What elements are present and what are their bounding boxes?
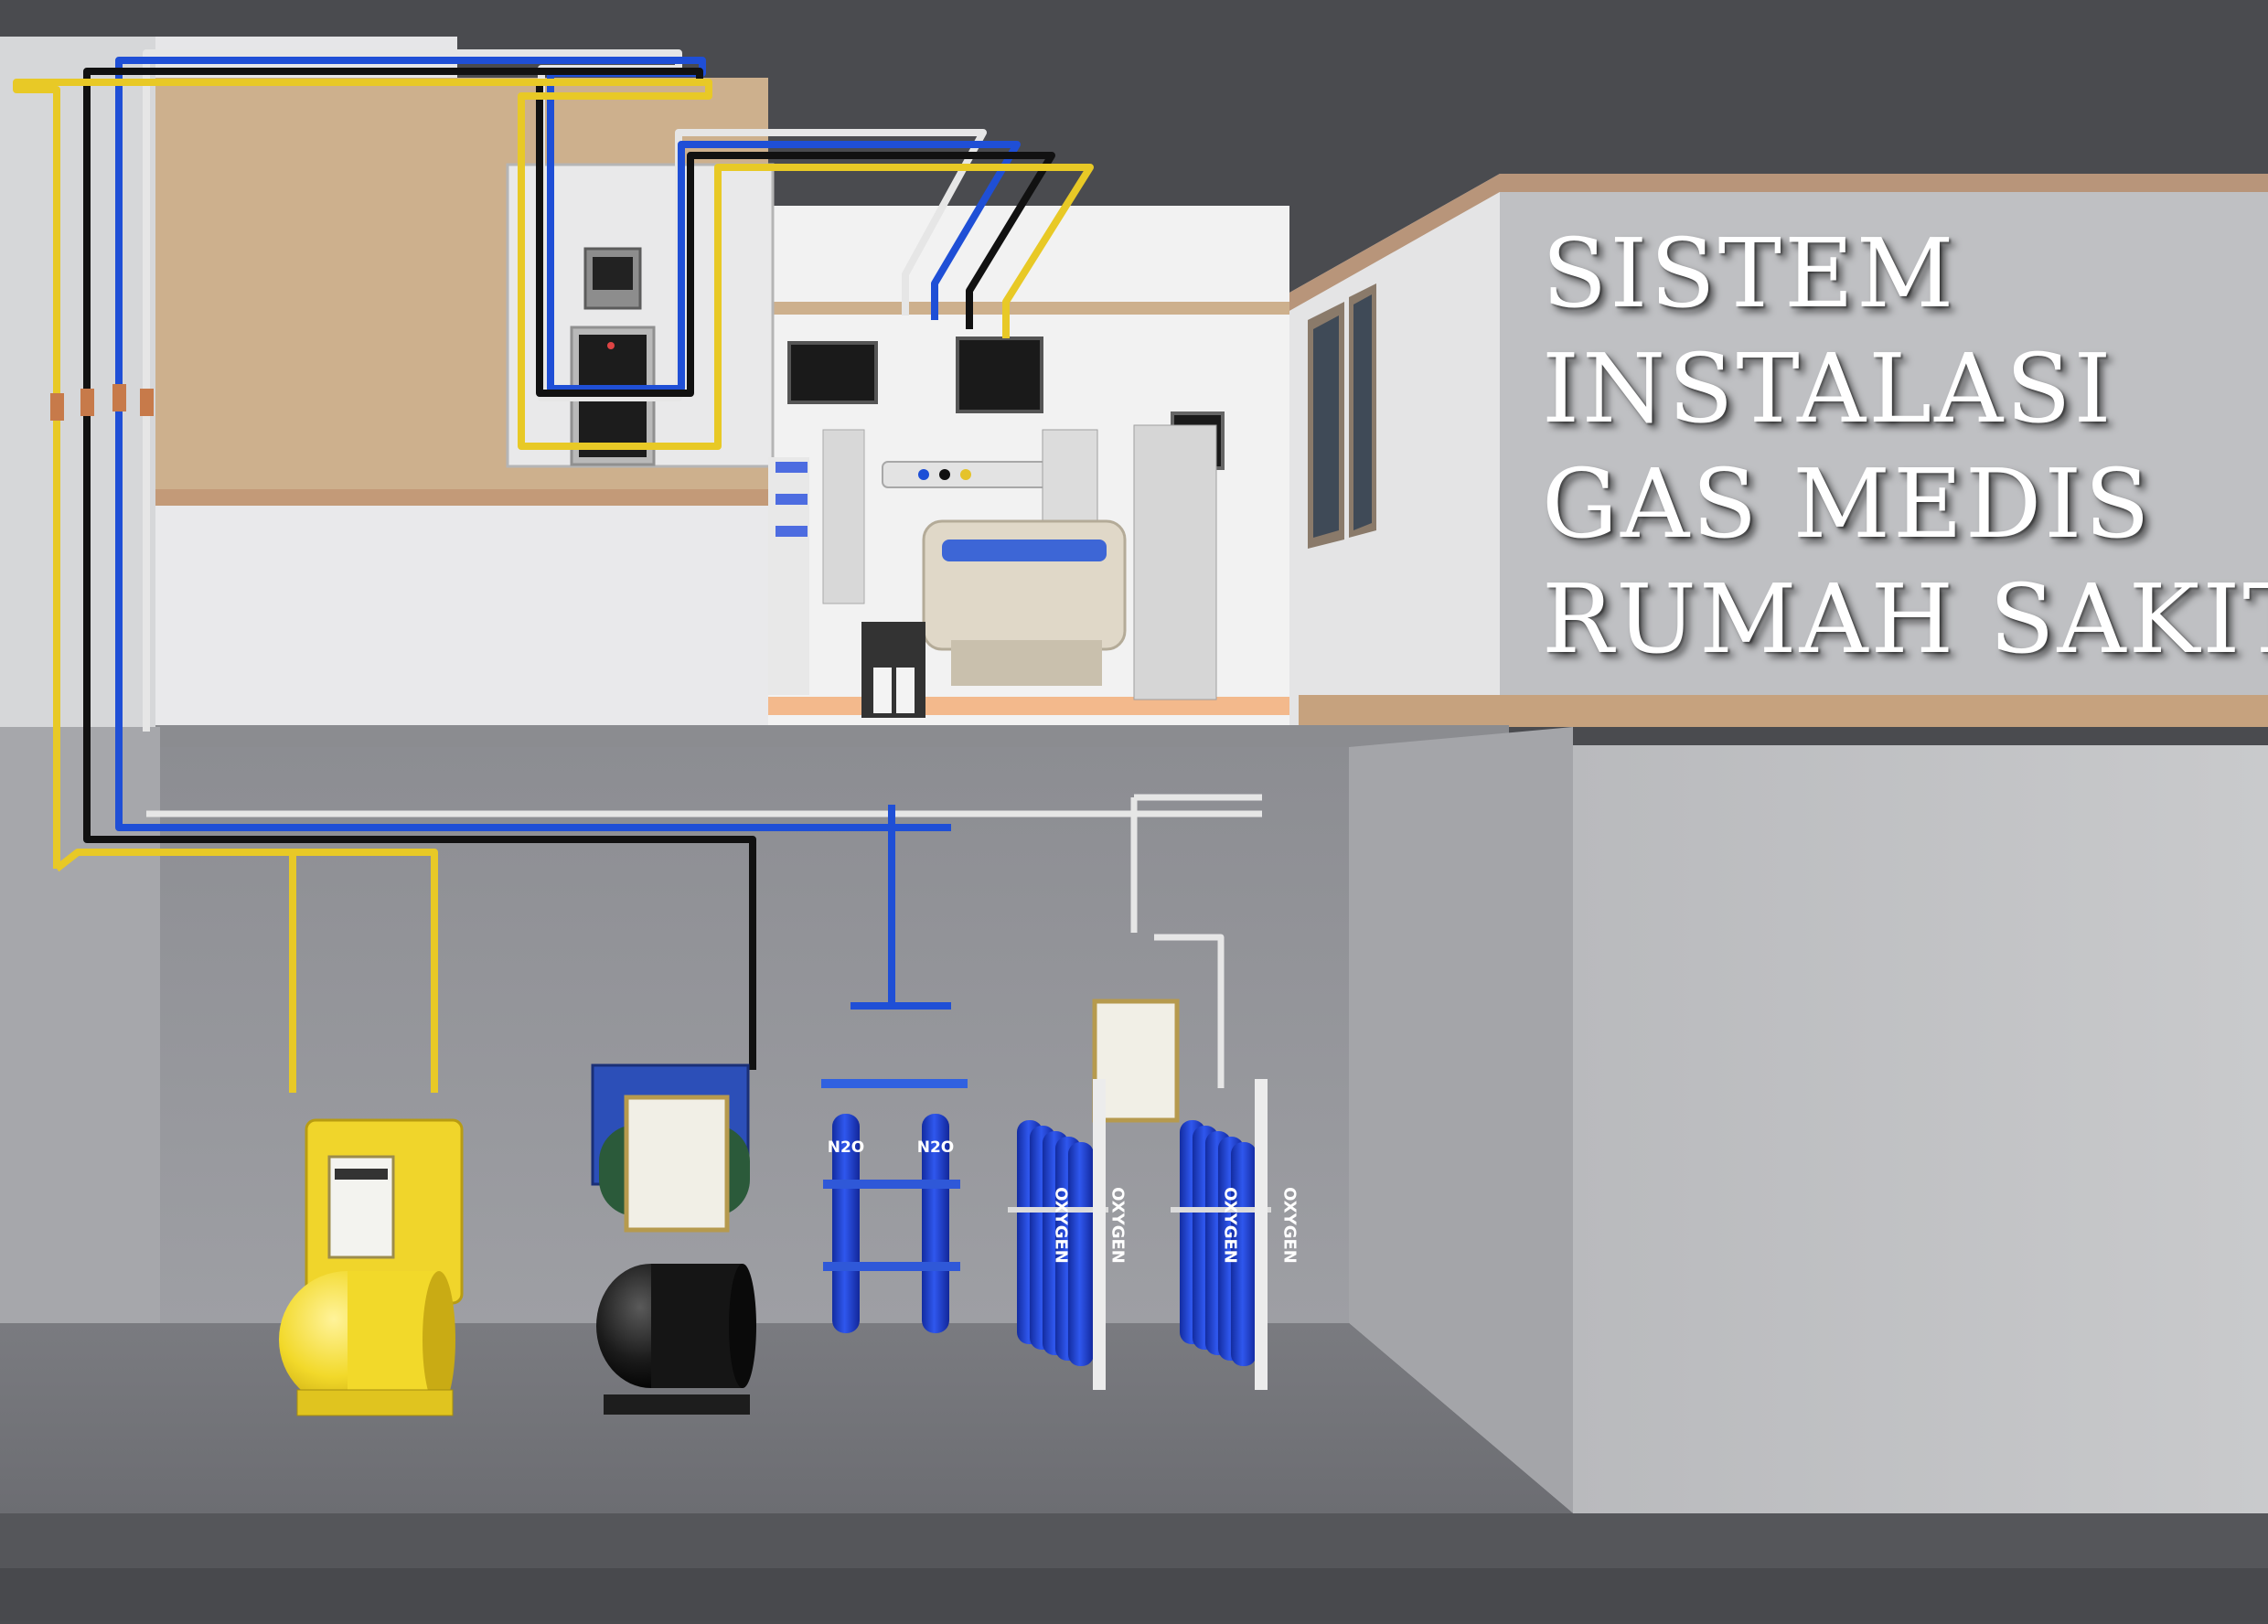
oxygen-manifold-panel[interactable] [1092,999,1180,1123]
iv-pump-stand [822,429,865,604]
basement-floor [0,1323,1573,1513]
cylinder-chain [1008,1207,1108,1213]
ventilator [1133,424,1217,700]
oxygen-cylinder-label: OXYGEN [1221,1187,1240,1264]
air-compressor-unit [591,1063,756,1415]
title-line-3: GAS MEDIS [1542,448,2153,560]
pipe-yellow-basement [54,849,438,1093]
oxygen-cylinder-bank-left: OXYGEN OXYGEN [1008,1079,1128,1390]
lower-wall [155,506,768,725]
ground-line [0,1513,2268,1568]
title-wall [1500,192,2268,727]
oxygen-cylinder [1068,1142,1094,1366]
oxygen-outlet[interactable] [918,469,929,480]
pipeline-network [13,49,1262,1093]
suction-unit [861,622,925,718]
compressor-panel[interactable] [624,1095,730,1233]
title-line-2: INSTALASI [1542,333,2114,444]
n2o-cylinder-label: N2O [917,1138,955,1157]
patient-monitor-left [787,341,878,404]
outer-wall-left [0,37,155,727]
pipe-yellow [13,79,1094,869]
right-building-roof-trim [1289,174,2268,311]
icu-wall-stripe [768,302,1289,315]
basement-right-wall [1349,727,1573,1513]
n2o-cylinder-2 [922,1114,949,1333]
air-outlet[interactable] [939,469,950,480]
n2o-manifold: N2O N2O [821,1079,968,1333]
pipe-black [83,68,1055,732]
patient-monitor-center [956,337,1043,413]
rack-post [1093,1079,1106,1390]
pipe-white [143,49,987,732]
pipe-blue [115,57,1021,732]
right-building-base [1299,695,2268,727]
rack-post [1255,1079,1268,1390]
vacuum-pump-unit [279,1118,464,1416]
n2o-cylinder-1 [832,1114,860,1333]
oxygen-cylinder-bank-right: OXYGEN OXYGEN [1171,1079,1300,1390]
oxygen-cylinder-label: OXYGEN [1052,1187,1071,1264]
adjacent-basement-wall [1573,745,2268,1513]
cylinder-chain [1171,1207,1271,1213]
oxygen-cylinder-label: OXYGEN [1108,1187,1128,1264]
wall-trim [155,489,768,506]
pipe-black-basement [83,732,756,1070]
floor-slab [155,725,1509,747]
oxygen-cylinder-label: OXYGEN [1280,1187,1300,1264]
n2o-cylinder-label: N2O [828,1138,865,1157]
title-line-1: SISTEM [1542,218,1957,329]
title-line-4: RUMAH SAKIT [1542,563,2268,675]
vacuum-outlet[interactable] [960,469,971,480]
pipe-blue-basement [115,732,951,831]
oxygen-cylinder [1231,1142,1257,1366]
title-block: SISTEM INSTALASI GAS MEDIS RUMAH SAKIT [1542,216,2268,677]
